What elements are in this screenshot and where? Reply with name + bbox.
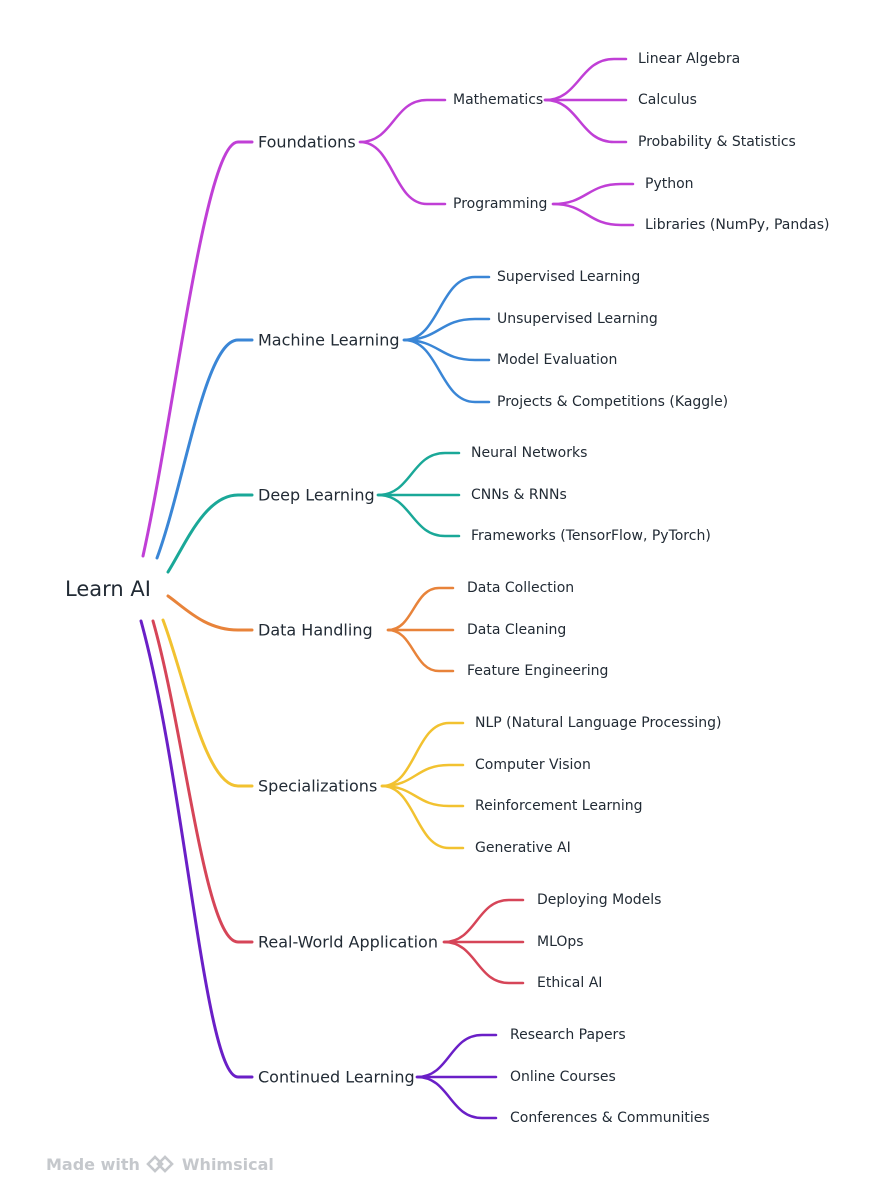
- edge-branch-4-leaf-0: [380, 721, 465, 788]
- edge-root-to-branch-2: [166, 493, 254, 574]
- leaf-label-0-0-0: Linear Algebra: [638, 51, 740, 67]
- edge-branch-1-leaf-3: [402, 338, 491, 404]
- sub-label-0-1: Programming: [453, 196, 547, 212]
- leaf-label-1-2: Model Evaluation: [497, 352, 617, 368]
- edge-branch-3-leaf-0: [386, 586, 455, 632]
- branch-label-6: Continued Learning: [258, 1068, 415, 1087]
- leaf-label-1-3: Projects & Competitions (Kaggle): [497, 394, 728, 410]
- edge-branch-2-leaf-0: [376, 451, 461, 497]
- branch-label-2: Deep Learning: [258, 486, 375, 505]
- leaf-label-4-3: Generative AI: [475, 840, 571, 856]
- leaf-label-2-2: Frameworks (TensorFlow, PyTorch): [471, 528, 711, 544]
- edge-root-to-branch-3: [166, 594, 254, 632]
- leaf-label-2-0: Neural Networks: [471, 445, 587, 461]
- edge-branch-4-leaf-1: [380, 763, 465, 788]
- branch-label-4: Specializations: [258, 777, 377, 796]
- edge-branch-4-leaf-3: [380, 784, 465, 850]
- leaf-label-3-1: Data Cleaning: [467, 622, 566, 638]
- branch-label-5: Real-World Application: [258, 933, 438, 952]
- edge-root-to-branch-6: [139, 619, 254, 1079]
- leaf-label-0-1-1: Libraries (NumPy, Pandas): [645, 217, 829, 233]
- sub-label-0-0: Mathematics: [453, 92, 543, 108]
- edge-branch-5-leaf-0: [442, 898, 525, 944]
- edge-sub-0-0-leaf-2: [543, 98, 628, 144]
- watermark[interactable]: Made with Whimsical: [46, 1152, 274, 1176]
- leaf-label-4-1: Computer Vision: [475, 757, 591, 773]
- leaf-label-4-2: Reinforcement Learning: [475, 798, 643, 814]
- edge-root-to-branch-1: [155, 338, 254, 560]
- edge-sub-0-0-leaf-0: [543, 57, 628, 102]
- branch-label-1: Machine Learning: [258, 331, 400, 350]
- leaf-label-0-0-2: Probability & Statistics: [638, 134, 796, 150]
- edge-sub-0-1-leaf-1: [551, 202, 635, 227]
- edge-branch-5-leaf-2: [442, 940, 525, 985]
- edge-root-to-branch-5: [151, 619, 254, 944]
- edge-branch-4-leaf-2: [380, 784, 465, 808]
- node-labels: Learn AI Foundations Mathematics Linear Alg…: [65, 51, 829, 1126]
- edge-sub-0-1-leaf-0: [551, 182, 635, 206]
- edge-branch-3-leaf-2: [386, 628, 455, 673]
- leaf-label-5-1: MLOps: [537, 934, 584, 950]
- connector-lines: [139, 57, 635, 1120]
- leaf-label-3-2: Feature Engineering: [467, 663, 608, 679]
- leaf-label-5-2: Ethical AI: [537, 975, 602, 991]
- leaf-label-0-0-1: Calculus: [638, 92, 697, 108]
- edge-branch-6-leaf-2: [415, 1075, 498, 1120]
- leaf-label-4-0: NLP (Natural Language Processing): [475, 715, 721, 731]
- leaf-label-2-1: CNNs & RNNs: [471, 487, 567, 503]
- branch-label-0: Foundations: [258, 133, 356, 152]
- watermark-prefix: Made with: [46, 1154, 140, 1174]
- root-node-label: Learn AI: [65, 577, 151, 601]
- edge-root-to-branch-4: [161, 618, 254, 788]
- leaf-label-0-1-0: Python: [645, 176, 694, 192]
- edge-branch-6-leaf-0: [415, 1033, 498, 1079]
- leaf-label-6-2: Conferences & Communities: [510, 1110, 710, 1126]
- leaf-label-6-0: Research Papers: [510, 1027, 626, 1043]
- edge-branch-0-sub-1: [358, 140, 447, 206]
- edge-branch-1-leaf-2: [402, 338, 491, 362]
- branch-label-3: Data Handling: [258, 621, 373, 640]
- leaf-label-6-1: Online Courses: [510, 1069, 616, 1085]
- leaf-label-1-1: Unsupervised Learning: [497, 311, 658, 327]
- whimsical-logo-icon: [146, 1155, 174, 1173]
- watermark-brand: Whimsical: [181, 1154, 274, 1174]
- edge-branch-0-sub-0: [358, 98, 447, 144]
- edge-branch-2-leaf-2: [376, 493, 461, 538]
- leaf-label-1-0: Supervised Learning: [497, 269, 640, 285]
- edge-root-to-branch-0: [141, 140, 254, 558]
- edge-branch-1-leaf-1: [402, 317, 491, 342]
- edge-branch-1-leaf-0: [402, 275, 491, 342]
- leaf-label-5-0: Deploying Models: [537, 892, 661, 908]
- leaf-label-3-0: Data Collection: [467, 580, 574, 596]
